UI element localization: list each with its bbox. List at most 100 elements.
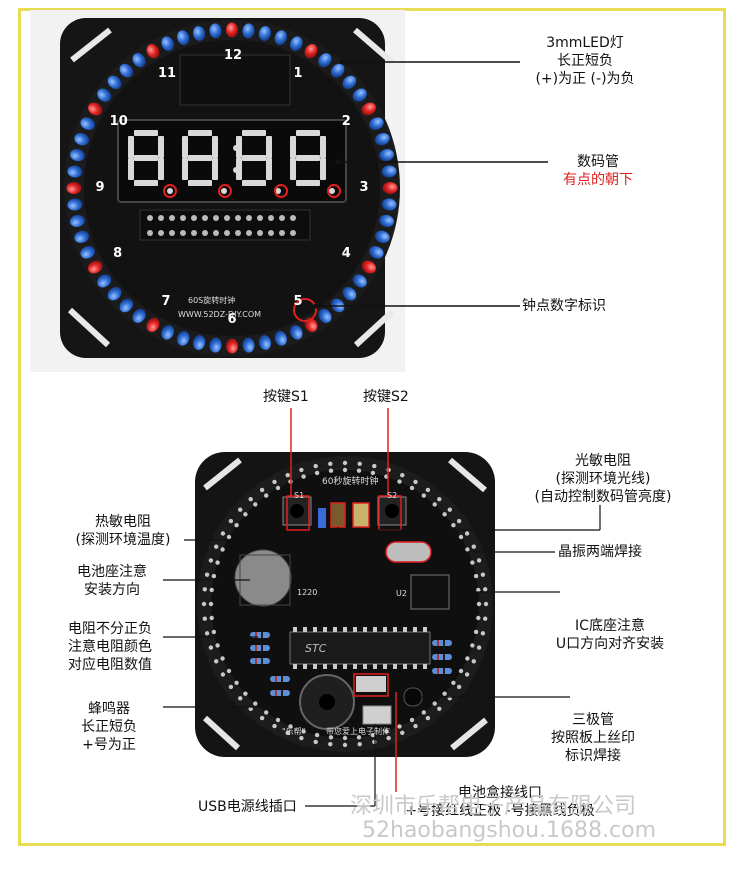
solder-pad (421, 493, 426, 498)
solder-pad (400, 473, 405, 478)
solder-pad (447, 507, 452, 512)
solder-pad (386, 735, 391, 741)
solder-pad (288, 724, 293, 729)
solder-pad (201, 601, 207, 607)
ldr-annotation: 光敏电阻 (探测环境光线) (自动控制数码管亮度) (518, 452, 688, 506)
ic-line1: IC底座注意 (575, 618, 645, 634)
s1-annotation: 按键S1 (263, 389, 309, 405)
resistor (250, 658, 270, 664)
silk-left: "乐帮" (282, 727, 306, 736)
solder-pad (409, 717, 415, 723)
solder-pad (234, 523, 239, 528)
thermistor-line1: 热敏电阻 (95, 514, 151, 530)
buzzer-line2: 长正短负 (81, 719, 137, 735)
solder-pad (226, 668, 232, 674)
blue-led (242, 337, 255, 353)
watermark-url: 52haobangshou.1688.com (362, 818, 657, 843)
solder-pad (301, 729, 306, 734)
blue-led (177, 30, 190, 46)
solder-pad (238, 507, 243, 512)
solder-pad (238, 696, 243, 701)
red-led (88, 260, 103, 274)
clock-number: 3 (359, 180, 369, 195)
solder-pad (476, 587, 481, 593)
solder-pad (473, 629, 479, 635)
solder-pad (476, 601, 482, 607)
solder-pad (204, 631, 210, 636)
battery-annotation: 电池座注意 安装方向 (62, 563, 162, 599)
digit-segment (134, 155, 158, 161)
transistor-line1: 三极管 (572, 712, 614, 728)
solder-pad (299, 467, 304, 473)
clock-number: 11 (158, 65, 177, 81)
solder-pad (476, 558, 482, 563)
thermistor-line2: (探测环境温度) (75, 532, 171, 548)
solder-pad (384, 729, 389, 734)
solder-pad (248, 497, 253, 502)
clock-number: 8 (113, 246, 123, 261)
solder-pad (464, 672, 470, 677)
silk-1220: 1220 (297, 588, 318, 597)
crystal-annotation: 晶振两端焊接 (558, 544, 642, 560)
solder-pad (215, 643, 220, 648)
solder-pad (465, 656, 470, 661)
solder-pad (397, 724, 402, 729)
solder-pad (264, 493, 269, 498)
solder-pad (211, 629, 217, 635)
solder-pad (483, 587, 488, 592)
bottom-silk-title: 60秒旋转时钟 (322, 477, 379, 487)
digit-segment (320, 136, 326, 158)
blue-led (381, 165, 397, 178)
solder-pad (220, 672, 226, 677)
blue-led (242, 23, 255, 39)
solder-pad (272, 723, 277, 729)
blue-led (107, 75, 122, 90)
blue-led (369, 246, 384, 259)
clock-number: 4 (341, 246, 351, 261)
solder-pad (248, 706, 253, 711)
blue-led (80, 246, 95, 259)
blue-led (132, 53, 146, 68)
blue-led (381, 198, 397, 211)
ic-line2: U口方向对齐安装 (555, 636, 665, 652)
solder-pad (370, 470, 376, 476)
solder-pad (437, 497, 442, 502)
red-led (146, 44, 160, 59)
solder-pad (313, 463, 318, 469)
led-line1: 3mmLED灯 (546, 35, 624, 51)
solder-pad (228, 684, 234, 690)
digit-segment (290, 136, 296, 158)
watermark-company: 深圳市乐帮电子产品有限公司 (350, 794, 637, 819)
blue-led (352, 88, 367, 102)
clock-digit-annotation: 钟点数字标识 (522, 298, 606, 314)
blue-led (318, 308, 332, 323)
solder-pad (356, 735, 362, 740)
solder-pad (483, 601, 489, 607)
blue-led (70, 214, 85, 227)
solder-pad (314, 470, 320, 476)
solder-pad (313, 739, 318, 745)
bottom-pin-ring (201, 460, 489, 748)
digit-segment (182, 158, 188, 180)
battery-line1: 电池座注意 (77, 564, 147, 580)
solder-pad (214, 544, 219, 549)
blue-led (318, 53, 332, 68)
solder-pad (228, 518, 234, 524)
solder-pad (476, 615, 481, 621)
solder-pad (342, 467, 348, 473)
clock-number: 12 (224, 48, 243, 63)
segment-annotation: 数码管 有点的朝下 (548, 153, 648, 189)
blue-led (193, 26, 206, 41)
clock-number: 9 (95, 180, 105, 195)
blue-led (132, 308, 146, 323)
solder-pad (470, 560, 475, 565)
solder-pad (476, 645, 482, 650)
solder-pad (425, 715, 431, 721)
blue-led (274, 330, 287, 346)
solder-pad (285, 730, 290, 735)
digit-segment (212, 158, 218, 180)
top-silk-title: 60S旋转时钟 (188, 296, 236, 305)
resistor-annotation: 电阻不分正负 注意电阻颜色 对应电阻数值 (56, 620, 164, 674)
solder-pad (356, 468, 362, 473)
solder-pad (342, 742, 348, 748)
